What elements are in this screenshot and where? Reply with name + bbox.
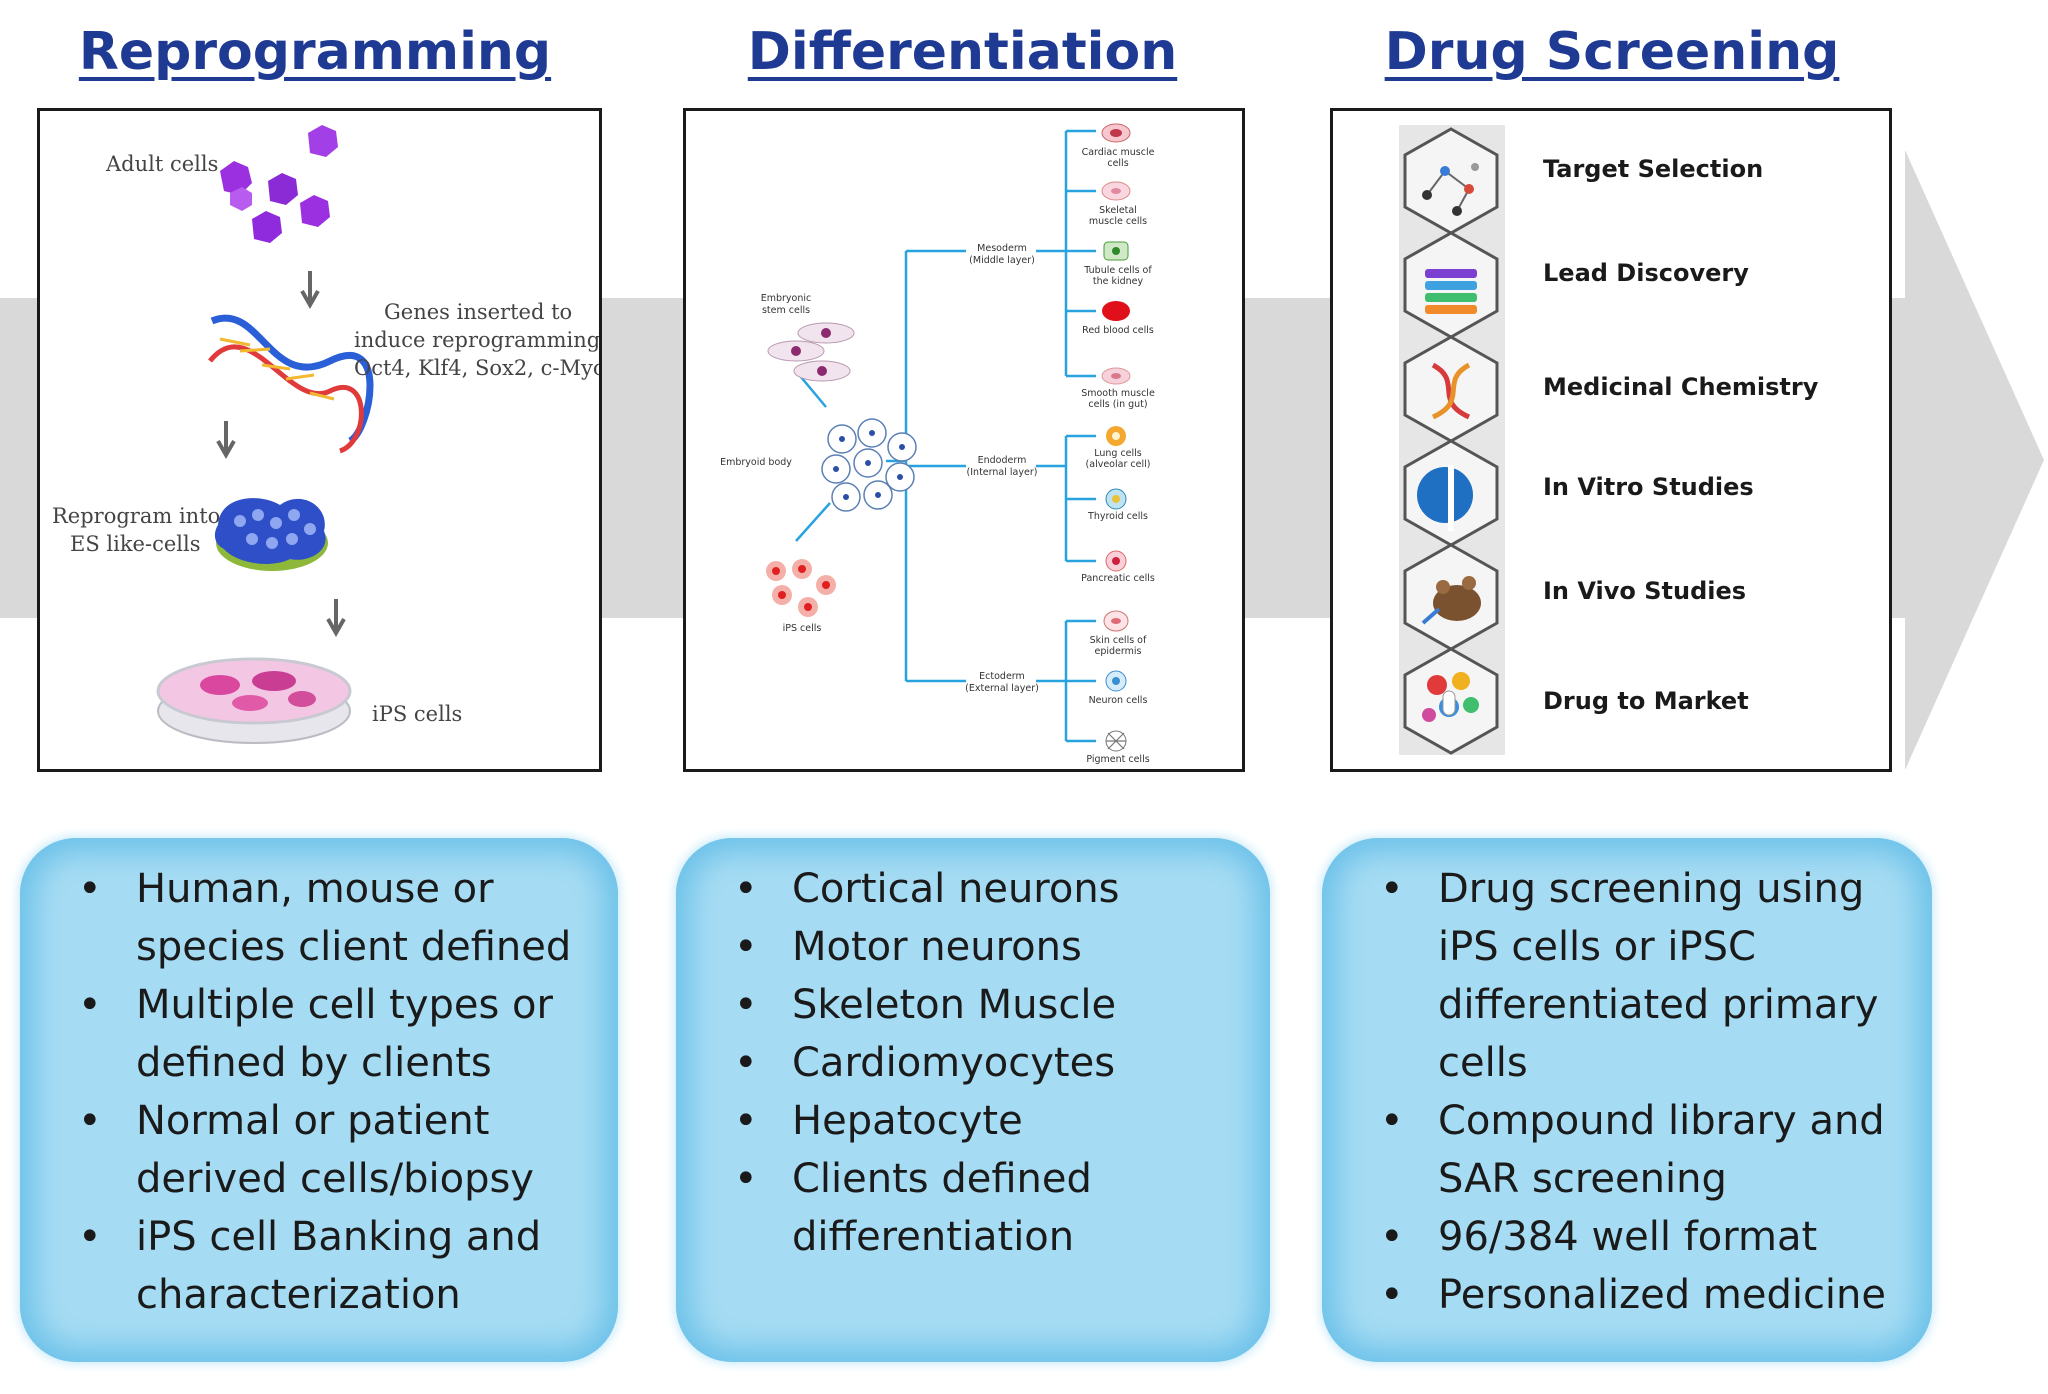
endoderm-cell-icons xyxy=(1105,426,1127,572)
endoderm-label-1: Endoderm xyxy=(978,455,1027,466)
bullet-item: Hepatocyte xyxy=(706,1092,1246,1150)
mouse-icon xyxy=(1421,576,1481,625)
thyroid-label: Thyroid cells xyxy=(1087,511,1148,522)
flow-arrow-3 xyxy=(326,599,346,638)
differentiation-bullet-list: Cortical neurons Motor neurons Skeleton … xyxy=(706,860,1246,1266)
ips-cells-label: iPS cells xyxy=(372,702,462,726)
flow-arrow-1 xyxy=(300,271,320,310)
differentiation-title: Differentiation xyxy=(747,22,1178,82)
tubule-label-1: Tubule cells of xyxy=(1083,265,1152,276)
skin-label-1: Skin cells of xyxy=(1090,635,1147,646)
bullet-item: iPS cell Banking and characterization xyxy=(50,1208,594,1324)
neuron-label: Neuron cells xyxy=(1089,695,1148,706)
drug-screening-hex-column xyxy=(1399,125,1505,755)
drug-screening-title: Drug Screening xyxy=(1384,22,1840,82)
cardiac-label-2: cells xyxy=(1107,158,1128,169)
embryonic-stem-cells-graphic xyxy=(767,322,855,382)
step-drug-to-market: Drug to Market xyxy=(1543,687,1749,715)
mesoderm-label-1: Mesoderm xyxy=(977,243,1027,254)
reprogram-label-1: Reprogram into xyxy=(52,504,220,528)
reprogramming-figure: Adult cells Genes inserted to induce rep… xyxy=(52,125,599,744)
pancreatic-label: Pancreatic cells xyxy=(1081,573,1155,584)
differentiation-bullets-box: Cortical neurons Motor neurons Skeleton … xyxy=(676,838,1270,1362)
genes-inserted-label-1: Genes inserted to xyxy=(384,300,572,324)
embryonic-label-2: stem cells xyxy=(762,305,810,316)
bullet-item: Clients defined differentiation xyxy=(706,1150,1246,1266)
bullet-item: Cardiomyocytes xyxy=(706,1034,1246,1092)
smooth-muscle-label-1: Smooth muscle xyxy=(1081,388,1155,399)
petri-dish-graphic xyxy=(156,657,352,744)
reprogramming-bullets-box: Human, mouse or species client defined M… xyxy=(20,838,618,1362)
bullet-item: Drug screening using iPS cells or iPSC d… xyxy=(1352,860,1908,1092)
step-in-vitro-studies: In Vitro Studies xyxy=(1543,473,1754,501)
drug-screening-panel: Target Selection Lead Discovery Medicina… xyxy=(1330,108,1892,772)
dna-helix-graphic xyxy=(208,314,374,454)
dna-icon xyxy=(1431,362,1471,420)
reprogramming-bullet-list: Human, mouse or species client defined M… xyxy=(50,860,594,1324)
lineage-connectors xyxy=(795,129,1096,743)
ips-cells-diff-label: iPS cells xyxy=(783,623,822,634)
flow-arrow-2 xyxy=(216,421,236,460)
reprogram-label-2: ES like-cells xyxy=(70,532,200,556)
differentiation-figure: Embryonic stem cells Embryoid body iPS c… xyxy=(720,123,1155,765)
reprogramming-title: Reprogramming xyxy=(78,22,552,82)
embryonic-label-1: Embryonic xyxy=(761,293,812,304)
bullet-item: 96/384 well format xyxy=(1352,1208,1908,1266)
lung-label-1: Lung cells xyxy=(1094,448,1142,459)
embryoid-body-graphic xyxy=(821,418,917,512)
skin-label-2: epidermis xyxy=(1095,646,1142,657)
skeletal-label-2: muscle cells xyxy=(1089,216,1147,227)
genes-inserted-label-2: induce reprogramming xyxy=(354,328,599,352)
reprogramming-panel: Adult cells Genes inserted to induce rep… xyxy=(37,108,602,772)
molecule-icon xyxy=(1422,163,1479,216)
ectoderm-label-1: Ectoderm xyxy=(979,671,1025,682)
bullet-item: Personalized medicine xyxy=(1352,1266,1908,1324)
ips-cell-nuclei xyxy=(772,565,830,611)
mesoderm-label-2: (Middle layer) xyxy=(969,255,1035,266)
mesoderm-cell-icons xyxy=(1101,123,1131,385)
step-in-vivo-studies: In Vivo Studies xyxy=(1543,577,1747,605)
embryoid-nuclei xyxy=(833,430,905,500)
es-like-cells-graphic xyxy=(214,498,328,571)
bullet-item: Multiple cell types or defined by client… xyxy=(50,976,594,1092)
tubule-label-2: the kidney xyxy=(1093,276,1144,287)
bullet-item: Cortical neurons xyxy=(706,860,1246,918)
pipette-icon xyxy=(1417,465,1473,531)
smooth-muscle-label-2: cells (in gut) xyxy=(1088,399,1147,410)
pigment-label: Pigment cells xyxy=(1086,754,1149,765)
bullet-item: Human, mouse or species client defined xyxy=(50,860,594,976)
genes-inserted-label-3: Oct4, Klf4, Sox2, c-Myc xyxy=(354,356,599,380)
step-lead-discovery: Lead Discovery xyxy=(1543,259,1749,287)
ectoderm-cell-icons xyxy=(1103,610,1129,752)
step-medicinal-chemistry: Medicinal Chemistry xyxy=(1543,373,1819,401)
red-blood-label: Red blood cells xyxy=(1082,325,1154,336)
bullet-item: Motor neurons xyxy=(706,918,1246,976)
drug-screening-bullet-list: Drug screening using iPS cells or iPSC d… xyxy=(1352,860,1908,1324)
differentiation-panel: Embryonic stem cells Embryoid body iPS c… xyxy=(683,108,1245,772)
lung-label-2: (alveolar cell) xyxy=(1086,459,1151,470)
ectoderm-label-2: (External layer) xyxy=(965,683,1039,694)
bullet-item: Compound library and SAR screening xyxy=(1352,1092,1908,1208)
embryoid-body-label: Embryoid body xyxy=(720,457,792,468)
bullet-item: Normal or patient derived cells/biopsy xyxy=(50,1092,594,1208)
skeletal-label-1: Skeletal xyxy=(1099,205,1137,216)
drug-screening-bullets-box: Drug screening using iPS cells or iPSC d… xyxy=(1322,838,1932,1362)
adult-cells-cluster xyxy=(220,125,338,243)
step-target-selection: Target Selection xyxy=(1543,155,1764,183)
cardiac-label-1: Cardiac muscle xyxy=(1082,147,1155,158)
endoderm-label-2: (Internal layer) xyxy=(967,467,1038,478)
bullet-item: Skeleton Muscle xyxy=(706,976,1246,1034)
pills-icon xyxy=(1422,672,1479,722)
adult-cells-label: Adult cells xyxy=(105,152,218,176)
test-tubes-icon xyxy=(1425,269,1477,314)
